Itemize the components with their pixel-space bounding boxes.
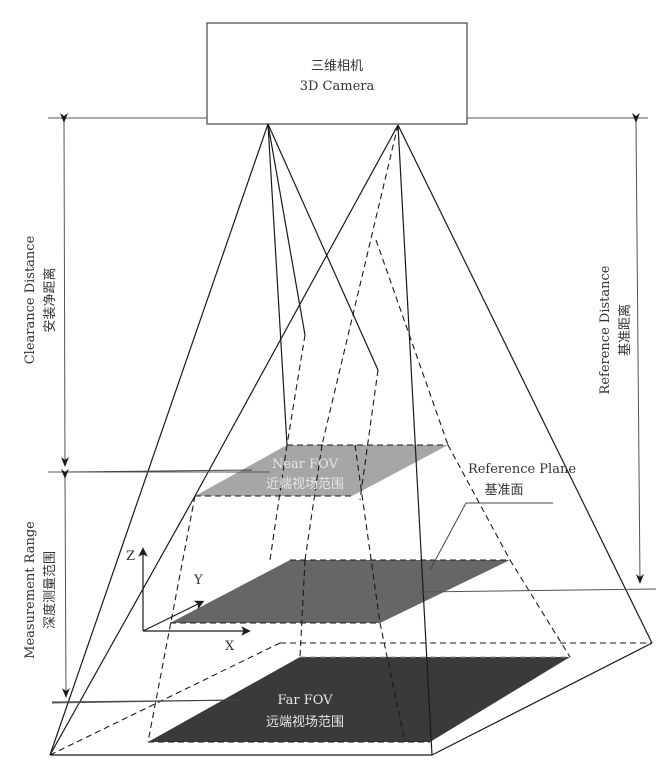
reference-distance-label-en: Reference Distance	[598, 265, 613, 394]
far-fov-label-cn: 远端视场范围	[266, 715, 344, 730]
far-fov-label-en: Far FOV	[277, 693, 333, 708]
measurement-range-dimension: Measurement Range 深度测量范围	[23, 468, 241, 704]
near-fov-label-cn: 近端视场范围	[266, 477, 344, 492]
z-axis-label: Z	[126, 549, 135, 564]
y-axis-label: Y	[193, 573, 203, 588]
camera-label-en: 3D Camera	[300, 79, 375, 94]
frustum-dashed-edges	[49, 124, 652, 756]
measurement-label-en: Measurement Range	[23, 521, 38, 659]
coordinate-axes: Z Y X	[126, 547, 251, 654]
reference-plane-label-cn: 基准面	[484, 483, 523, 498]
far-fov-plane	[148, 657, 570, 742]
clearance-distance-dimension: Clearance Distance 安装净距离	[23, 112, 270, 473]
frustum-solid-edges	[49, 123, 653, 756]
clearance-label-cn: 安装净距离	[42, 267, 58, 332]
clearance-label-en: Clearance Distance	[23, 235, 38, 364]
near-fov-label-en: Near FOV	[272, 457, 339, 472]
camera-box: 三维相机 3D Camera	[206, 22, 468, 125]
reference-distance-label-cn: 基准距离	[617, 304, 633, 356]
near-fov-plane	[195, 445, 448, 496]
camera-label-cn: 三维相机	[311, 59, 363, 74]
reference-plane-label-en: Reference Plane	[468, 462, 576, 477]
reference-plane-leader	[429, 502, 553, 571]
measurement-label-cn: 深度测量范围	[42, 551, 58, 629]
y-axis	[142, 600, 205, 632]
x-axis-label: X	[225, 639, 235, 654]
reference-distance-dimension: Reference Distance 基准距离	[419, 112, 657, 593]
reference-plane	[170, 560, 510, 623]
